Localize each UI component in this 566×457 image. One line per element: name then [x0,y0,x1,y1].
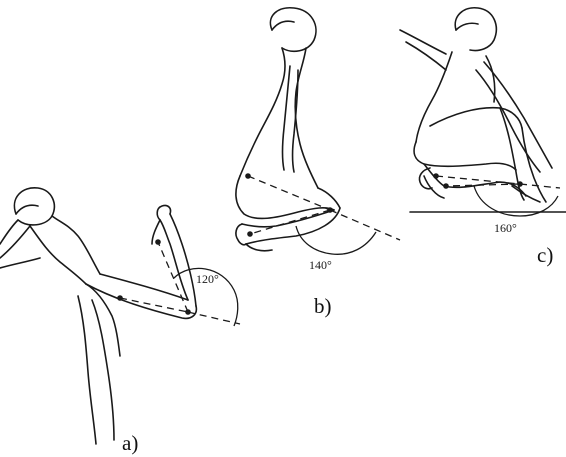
thigh-axis-extension [520,184,560,188]
panel-a-angle-label: 120° [196,272,219,286]
panel-a-dashed-axes [120,242,240,324]
panel-b: 140° b) [236,8,400,318]
thigh-axis-extension [330,210,400,240]
panel-b-angle-arc [296,226,376,254]
panel-c-dashed-axes [436,176,560,188]
thigh-axis-line [248,176,330,210]
panel-a-label: a) [122,431,138,455]
panel-c-angle-label: 160° [494,221,517,235]
panel-b-angle-label: 140° [309,258,332,272]
panel-b-label: b) [314,294,332,318]
panel-c: 160° c) [400,8,566,267]
panel-c-label: c) [537,243,553,267]
panel-a: 120° a) [0,188,240,455]
panel-c-figure [400,8,552,202]
ankle-joint-marker [247,231,253,237]
panel-a-figure [0,188,196,444]
panel-b-figure [236,8,340,251]
